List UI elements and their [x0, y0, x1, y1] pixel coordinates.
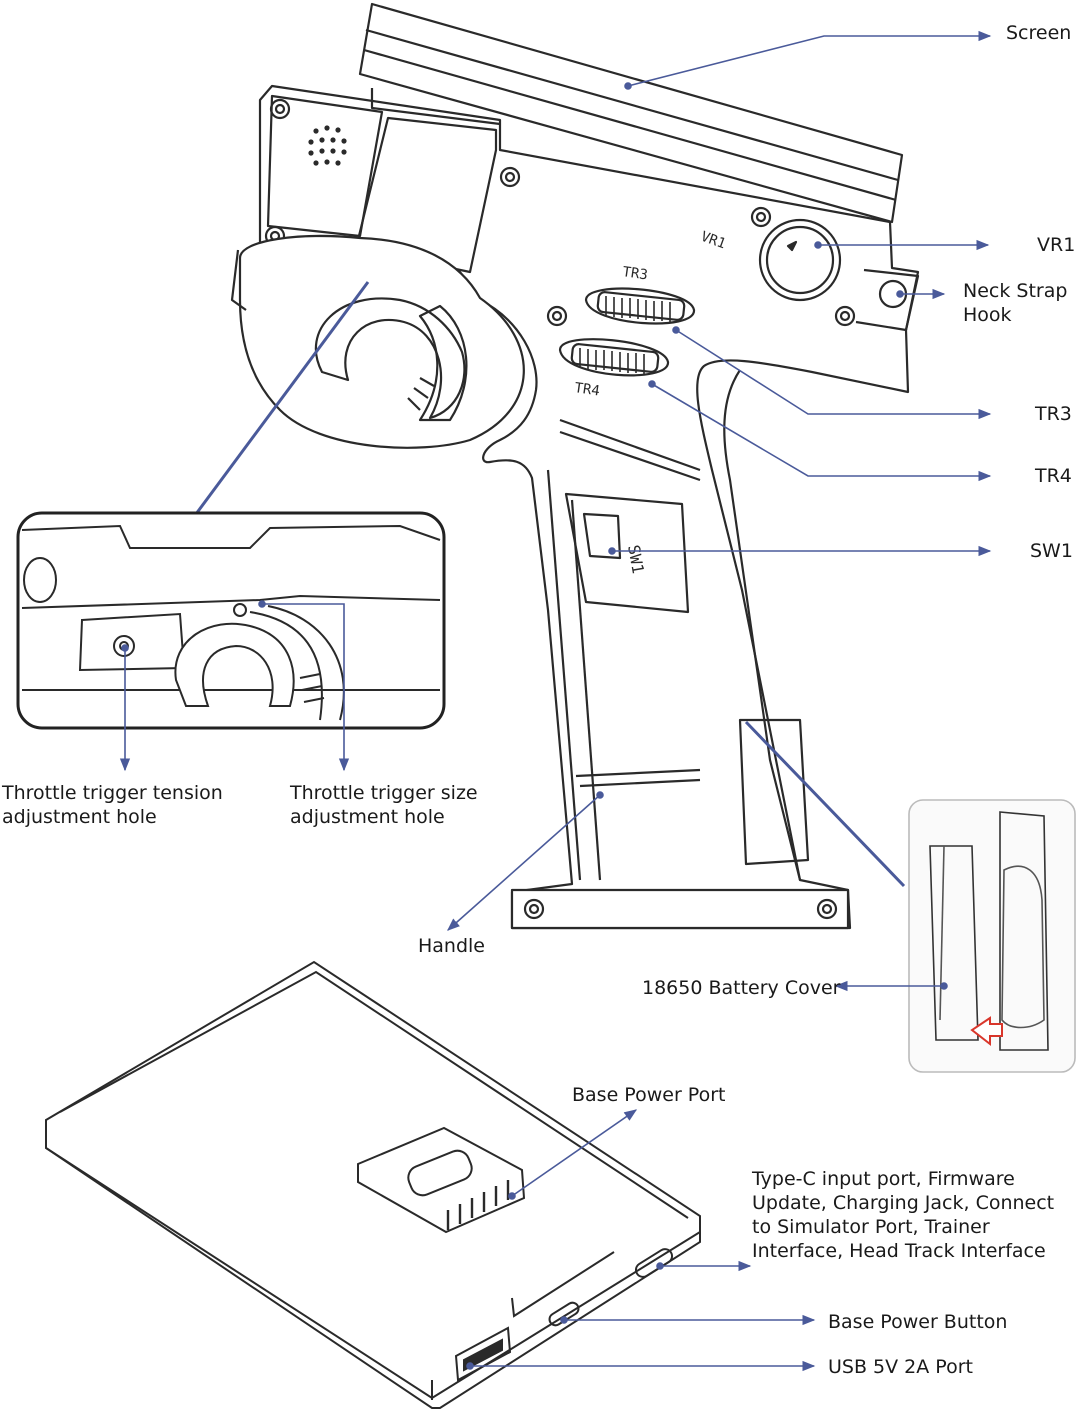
label-base-power-button: Base Power Button [828, 1311, 1008, 1333]
vr1-knob [758, 218, 842, 302]
leader-lines [119, 30, 992, 1372]
device-marking-tr4: TR4 [573, 380, 600, 399]
battery-cover-inset [908, 799, 1076, 1073]
leader-tr3 [675, 329, 992, 420]
label-tr3: TR3 [1035, 403, 1072, 425]
speaker-grille [308, 125, 347, 166]
transmitter-body [258, 84, 920, 930]
sw1-panel [564, 492, 690, 614]
leader-screen [627, 30, 992, 87]
handle-base [510, 888, 850, 930]
leader-throttle-size [262, 603, 350, 772]
tr3-switch [584, 287, 696, 325]
label-throttle-tension: Throttle trigger tension adjustment hole [2, 782, 223, 828]
transmitter-drawing: SW1 TR3 TR4 VR1 [230, 2, 920, 930]
label-neck-strap-hook: Neck Strap Hook [963, 280, 1068, 326]
leader-base-power-port [511, 1109, 638, 1197]
label-battery-cover: 18650 Battery Cover [642, 977, 841, 999]
label-throttle-size: Throttle trigger size adjustment hole [290, 782, 478, 828]
label-base-power-port: Base Power Port [572, 1084, 726, 1106]
label-handle: Handle [418, 935, 486, 957]
label-typec-port: Type-C input port, Firmware Update, Char… [752, 1168, 1055, 1262]
usb-port [454, 1326, 512, 1382]
base-drawing [45, 960, 701, 1409]
label-vr1: VR1 [1037, 234, 1076, 256]
label-tr4: TR4 [1035, 465, 1072, 487]
label-screen: Screen [1006, 22, 1072, 44]
label-sw1: SW1 [1030, 540, 1073, 562]
label-usb-port: USB 5V 2A Port [828, 1356, 973, 1378]
tr4-switch [558, 338, 670, 377]
base-power-port [357, 1126, 526, 1234]
leader-tr4 [651, 383, 992, 482]
leader-handle [447, 794, 601, 931]
device-marking-tr3: TR3 [621, 264, 648, 283]
